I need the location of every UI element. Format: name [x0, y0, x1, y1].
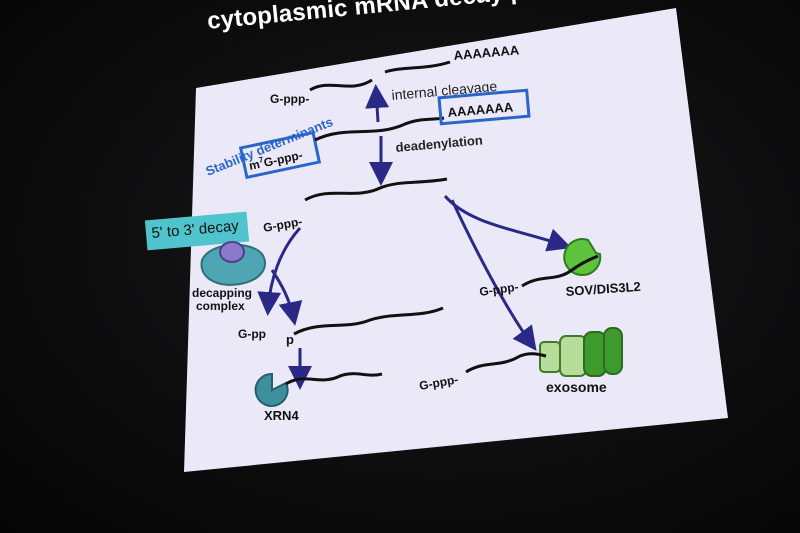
decapping-subunit-icon [219, 241, 245, 263]
decapping-label-1: decapping [192, 286, 252, 300]
rna-strand-exosome [465, 352, 547, 374]
polya-box [437, 88, 531, 126]
decapping-arrow-branch [270, 269, 303, 326]
sov-label: SOV/DIS3L2 [565, 279, 641, 299]
rna-strand-top-right [384, 60, 451, 74]
exosome-arrow [450, 199, 537, 351]
rna-strand-deadenylated [304, 177, 448, 202]
sov-icon [563, 238, 602, 277]
decapping-label-2: complex [196, 299, 245, 313]
sov-gppp-label: G-ppp- [478, 280, 519, 299]
rna-strand-top-left [309, 78, 373, 92]
rna-strand-monophosphate [293, 306, 444, 336]
mid-gppp-label: G-ppp- [262, 214, 303, 235]
internal-cleavage-arrow [365, 84, 390, 123]
rna-strand-xrn4 [285, 372, 383, 386]
decapping-arrow [257, 226, 302, 316]
rna-strand-sov [521, 254, 599, 288]
five-to-three-tag [144, 211, 250, 251]
rna-strand-middle [314, 116, 445, 142]
exosome-label: exosome [546, 379, 607, 395]
exosome-icon [539, 327, 623, 377]
top-polya-label: AAAAAAA [453, 42, 520, 63]
top-gppp-label: G-ppp- [270, 92, 309, 106]
boxed-polya-label: AAAAAAA [447, 99, 514, 120]
exo-gppp-label: G-ppp- [418, 372, 459, 393]
p-label: p [286, 332, 294, 347]
cap-box [238, 130, 322, 180]
xrn4-icon [254, 372, 289, 407]
gpp-label: G-pp [238, 327, 266, 341]
xrn4-label: XRN4 [264, 408, 299, 423]
